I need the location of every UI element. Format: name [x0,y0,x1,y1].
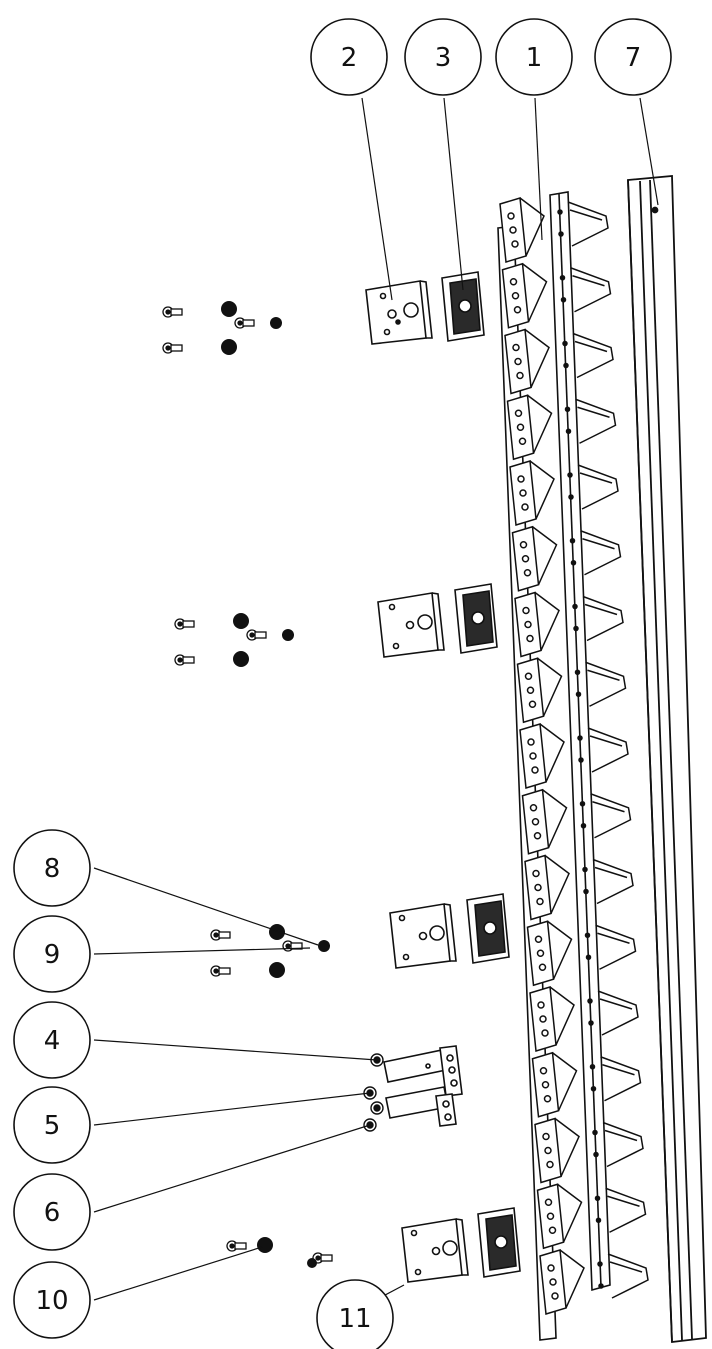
leader-lines [93,97,659,1305]
callout-label: 8 [44,854,61,884]
part-9-bolt [162,342,183,354]
callout-circle [13,915,91,993]
guard-tooth [511,525,622,592]
callout-circle [13,1173,91,1251]
part-7-rail [627,175,707,1344]
part-8-bolt [282,940,303,952]
callout-balloon: 4 [13,1001,91,1079]
callout-circle [13,1086,91,1164]
guard-tooth [521,788,632,855]
callout-balloon: 1 [495,18,573,96]
callout-circle [13,1001,91,1079]
guard-tooth [534,1117,644,1184]
callout-balloon: 7 [594,18,672,96]
guard-tooth [539,1249,649,1315]
callout-label: 6 [44,1198,61,1228]
part-10-nut [269,924,285,940]
part-3-clamp [441,271,485,342]
callout-label: 1 [526,43,543,73]
part-10-nut [257,1237,273,1253]
callout-circle [310,18,388,96]
part-9-bolt [210,965,231,977]
part-10-nut [221,339,237,355]
part-11-nut [282,629,294,641]
part-9-bolt [174,654,195,666]
part-2-plate [365,280,433,345]
part-10-nut [233,613,249,629]
callout-balloon: 6 [13,1173,91,1251]
part-1-teeth [499,197,649,1315]
callout-balloons: 2 3 1 7 8 9 4 5 6 10 11 [13,18,672,1349]
guard-tooth [519,723,629,789]
guard-tooth [514,591,624,658]
guard-tooth [526,920,637,987]
callout-circle [13,829,91,907]
part-2-plate-c [389,903,457,969]
callout-label: 11 [338,1304,371,1334]
callout-circle [404,18,482,96]
part-10-bolt [226,1240,247,1252]
part-4-bracket [383,1045,463,1097]
callout-circle [316,1279,394,1349]
callout-balloon: 5 [13,1086,91,1164]
part-10-nut [233,651,249,667]
callout-label: 7 [625,43,642,73]
part-9-bolt [162,306,183,318]
part-10-nut [269,962,285,978]
guard-tooth [501,262,612,329]
callout-label: 2 [341,43,358,73]
part-8-bolt [246,629,267,641]
part-3-clamp-c [466,893,510,964]
callout-balloon: 8 [13,829,91,907]
parts-bolts-nuts [162,301,333,1268]
callout-label: 9 [44,940,61,970]
part-5-bracket [385,1086,457,1127]
callout-label: 5 [44,1111,61,1141]
part-3-clamp-b [454,583,498,654]
callout-circle [13,1261,91,1339]
guard-tooth [531,1051,642,1118]
callout-balloon: 3 [404,18,482,96]
guard-tooth [536,1183,647,1250]
part-11-nut [318,940,330,952]
callout-circle [594,18,672,96]
part-8-bolt [234,317,255,329]
guard-tooth [499,197,609,263]
callout-label: 3 [435,43,452,73]
part-11-nut [270,317,282,329]
part-11-nut [307,1258,317,1268]
callout-circle [495,18,573,96]
callout-balloon: 10 [13,1261,91,1339]
callout-balloon: 2 [310,18,388,96]
part-9-bolt [174,618,195,630]
guard-tooth [524,854,634,921]
part-2-plate-d [401,1218,469,1283]
part-10-nut [221,301,237,317]
guard-tooth [506,394,617,461]
part-6-fasteners [363,1053,384,1132]
callout-balloon: 9 [13,915,91,993]
part-3-clamp-d [477,1207,521,1278]
callout-label: 4 [44,1026,61,1056]
guard-tooth [529,986,639,1052]
guard-tooth [504,328,614,395]
part-2-plate-b [377,592,445,658]
callout-label: 10 [35,1286,68,1316]
guard-tooth [516,657,627,724]
guard-tooth [509,460,619,526]
callout-balloon: 11 [316,1279,394,1349]
part-9-bolt [210,929,231,941]
